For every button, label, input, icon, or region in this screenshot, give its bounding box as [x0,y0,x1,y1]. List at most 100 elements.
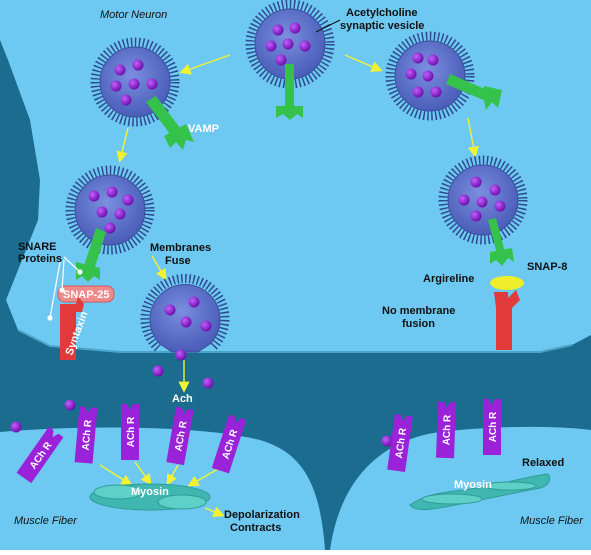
no-fusion-label-line1: No membrane [382,305,455,317]
vamp-protein-right-middle [488,218,514,266]
ach-receptor: ACh R [211,414,247,474]
ach-molecule [188,296,200,308]
arrow-11 [204,506,225,517]
vesicle-right-middle [438,155,528,245]
ach-molecule [152,365,164,377]
snap-8-protein [494,290,520,350]
ach-molecule [275,54,287,66]
vamp-protein-left-top [146,96,194,150]
ach-receptor: ACh R [121,404,139,460]
ach-molecule [114,208,126,220]
ach-molecule [164,304,176,316]
ach-molecule [64,399,76,411]
membranes-label-line2: Fuse [165,255,191,267]
ach-molecule [299,40,311,52]
vamp-protein-left-middle [76,228,106,282]
ach-molecule [146,78,158,90]
myosin-label-right: Myosin [454,479,492,491]
ach-receptor: ACh R [74,406,98,464]
snap-25-protein [57,285,115,303]
vesicle-right-top [385,31,475,121]
ach-molecule [412,86,424,98]
ach-molecule [128,78,140,90]
myosin-relaxed [409,473,551,511]
receptor-label: ACh R [81,419,95,451]
vesicle-top [245,0,335,89]
vesicle-label-line2: synaptic vesicle [340,20,424,32]
vesicle-fusing [140,274,230,353]
ach-molecule [272,24,284,36]
snare-pointer-lines [47,256,83,321]
ach-molecule [88,190,100,202]
ach-molecule [200,320,212,332]
vamp-protein-right-top [446,74,502,110]
ach-molecule [202,377,214,389]
argireline-molecule [490,276,524,290]
snap-25-label: SNAP-25 [63,289,109,301]
muscle-fiber-label-right: Muscle Fiber [520,515,584,527]
vesicle-label-line1: Acetylcholine [346,7,418,19]
contracts-label: Contracts [230,522,281,534]
snap-8-label: SNAP-8 [527,261,567,273]
ach-molecule [470,210,482,222]
ach-molecule [470,176,482,188]
receptor-label: ACh R [441,414,453,446]
ach-molecule [114,64,126,76]
released-ach [10,349,393,447]
motor-neuron-label: Motor Neuron [100,9,167,21]
ach-molecule [405,68,417,80]
ach-receptor: ACh R [436,401,456,459]
arrow-8 [134,461,152,486]
membranes-label-line1: Membranes [150,242,211,254]
snare-label-line2: Proteins [18,253,62,265]
ach-molecule [282,38,294,50]
ach-molecule [120,94,132,106]
ach-molecule [10,421,22,433]
ach-molecule [180,316,192,328]
ach-molecule [132,59,144,71]
ach-molecule [489,184,501,196]
ach-label: Ach [172,393,193,405]
ach-molecule [175,349,187,361]
receptor-label: ACh R [394,427,409,460]
ach-molecule [106,186,118,198]
arrow-7 [99,464,133,486]
vamp-label: VAMP [188,123,219,135]
ach-receptor: ACh R [387,414,413,472]
myosin-label-left: Myosin [131,486,169,498]
ach-molecule [476,196,488,208]
ach-molecule [494,200,506,212]
ach-molecule [289,22,301,34]
vesicle-left-middle [65,165,155,255]
arrow-2 [344,54,383,72]
ach-receptor: ACh R [483,399,501,455]
ach-molecule [422,70,434,82]
relaxed-label: Relaxed [522,457,564,469]
vesicle-pointer [315,19,341,33]
ach-receptor: ACh R [166,406,194,466]
ach-molecule [412,52,424,64]
arrow-3 [116,127,129,163]
syntaxin-protein [60,296,84,360]
arrow-1 [179,54,231,75]
depolarization-label: Depolarization [224,509,300,521]
snare-label-line1: SNARE [18,241,57,253]
arrow-5 [151,255,167,281]
argireline-label: Argireline [423,273,474,285]
no-fusion-label-line2: fusion [402,318,435,330]
arrow-4 [467,117,479,158]
ach-molecule [122,194,134,206]
receptor-label: ACh R [173,420,189,453]
ach-molecule [430,86,442,98]
arrow-9 [166,464,179,486]
ach-molecule [427,54,439,66]
ach-molecule [104,222,116,234]
myosin-contracted [89,483,211,511]
vamp-protein-top [276,64,303,120]
receptor-label: ACh R [126,416,137,447]
ach-molecule [110,80,122,92]
ach-molecule [381,435,393,447]
muscle-fiber-label-left: Muscle Fiber [14,515,78,527]
